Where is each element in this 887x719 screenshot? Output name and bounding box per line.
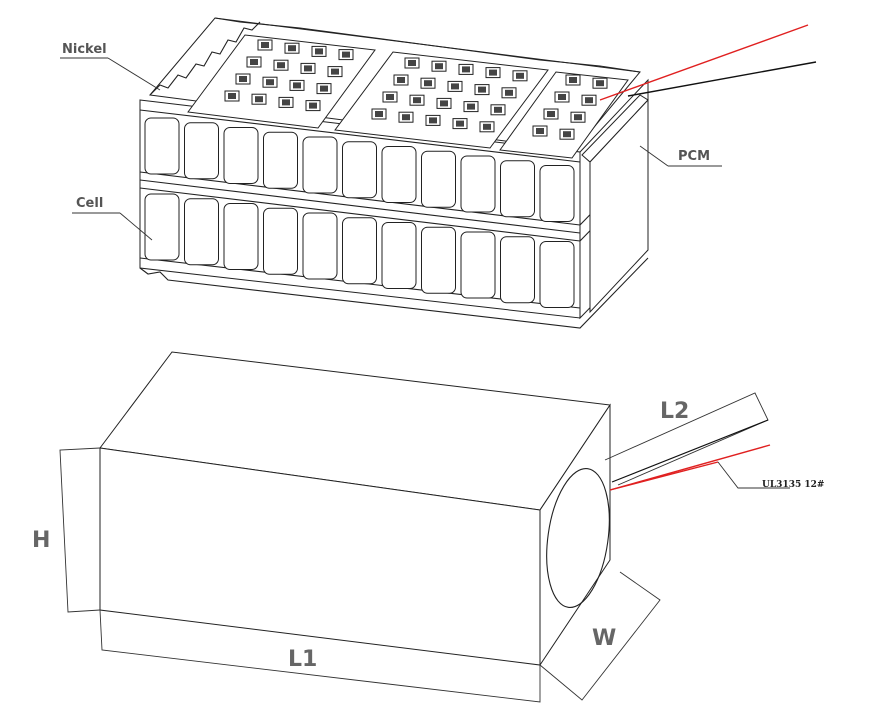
nickel-tab-weld bbox=[547, 111, 555, 117]
nickel-tab-weld bbox=[277, 62, 285, 69]
cell-upper bbox=[144, 117, 180, 175]
pack-red-wire bbox=[599, 24, 809, 101]
cell-upper bbox=[421, 150, 456, 208]
nickel-label: Nickel bbox=[62, 42, 107, 57]
cell-upper bbox=[342, 141, 377, 199]
pack-bottom-edge bbox=[139, 257, 649, 329]
nickel-tab-weld bbox=[467, 103, 475, 110]
nickel-tab-weld bbox=[569, 77, 577, 83]
nickel-tab-weld bbox=[413, 97, 421, 104]
nickel-tab-weld bbox=[293, 82, 301, 89]
nickel-tab-weld bbox=[261, 42, 269, 48]
cell-upper bbox=[539, 165, 575, 222]
box-red-wire-lead bbox=[609, 461, 719, 491]
cell-columns bbox=[144, 117, 575, 308]
nickel-tab-weld bbox=[429, 117, 437, 124]
w-dimension: W bbox=[539, 571, 661, 701]
nickel-tab-weld bbox=[255, 96, 263, 103]
nickel-tab-weld bbox=[402, 114, 410, 121]
nickel-tab-weld bbox=[397, 77, 405, 83]
nickel-tab-weld bbox=[288, 45, 296, 52]
nickel-tab-weld bbox=[250, 59, 258, 65]
cell-upper bbox=[500, 160, 535, 218]
cell-lower bbox=[223, 203, 259, 270]
nickel-tab-weld bbox=[494, 106, 502, 113]
l1-label: L1 bbox=[288, 647, 317, 672]
cell-lower bbox=[144, 193, 180, 261]
nickel-tab-weld bbox=[331, 68, 339, 75]
l2-label: L2 bbox=[660, 399, 689, 424]
pcm-board bbox=[581, 94, 649, 314]
nickel-tab-weld bbox=[386, 94, 394, 100]
cell-label: Cell bbox=[76, 196, 103, 211]
box-black-wire bbox=[611, 419, 769, 483]
cell-lower bbox=[460, 231, 496, 299]
nickel-tab-weld bbox=[435, 63, 443, 70]
nickel-tab-weld bbox=[478, 86, 486, 93]
cell-lower bbox=[421, 226, 456, 294]
nickel-tab-weld bbox=[558, 94, 566, 100]
cell-upper bbox=[184, 122, 219, 180]
box-body bbox=[99, 351, 611, 667]
nickel-tab-weld bbox=[342, 51, 350, 58]
battery-pack-view: Nickel Cell PCM bbox=[60, 17, 817, 329]
nickel-tab-weld bbox=[228, 93, 236, 99]
cell-lower bbox=[302, 212, 338, 280]
cell-lower bbox=[381, 222, 417, 289]
nickel-tab-weld bbox=[320, 85, 328, 92]
nickel-tab-weld bbox=[563, 131, 571, 138]
nickel-tab-weld bbox=[282, 99, 290, 106]
nickel-tab-weld bbox=[309, 102, 317, 109]
nickel-tab-weld bbox=[536, 128, 544, 134]
nickel-tab-weld bbox=[505, 89, 513, 96]
cell-lower bbox=[263, 207, 298, 275]
nickel-tab-weld bbox=[239, 76, 247, 82]
dimension-view: H L1 W L2 UL3135 12# bbox=[32, 351, 824, 703]
l1-dimension: L1 bbox=[99, 609, 541, 703]
pcm-callout: PCM bbox=[639, 145, 722, 167]
cell-lower bbox=[539, 241, 575, 308]
nickel-tab-weld bbox=[375, 111, 383, 117]
top-frame-edge bbox=[149, 17, 641, 96]
nickel-tabs bbox=[224, 39, 608, 140]
nickel-tab-weld bbox=[574, 114, 582, 121]
nickel-tab-weld bbox=[456, 120, 464, 127]
cell-upper bbox=[302, 136, 338, 194]
nickel-tab-weld bbox=[451, 83, 459, 90]
cell-lower bbox=[184, 198, 219, 266]
pack-black-wire bbox=[627, 61, 817, 97]
h-label: H bbox=[32, 528, 50, 553]
cell-lower bbox=[342, 217, 377, 285]
nickel-tab-weld bbox=[304, 65, 312, 72]
nickel-tab-weld bbox=[424, 80, 432, 87]
h-dimension: H bbox=[32, 447, 101, 613]
w-label: W bbox=[592, 626, 616, 651]
nickel-tab-weld bbox=[440, 100, 448, 107]
cell-callout: Cell bbox=[72, 196, 153, 241]
nickel-tab-weld bbox=[516, 72, 524, 79]
nickel-callout: Nickel bbox=[60, 42, 161, 91]
cell-upper bbox=[263, 131, 298, 189]
cell-upper bbox=[223, 127, 259, 184]
nickel-tab-weld bbox=[596, 80, 604, 87]
pcm-label: PCM bbox=[678, 149, 710, 164]
nickel-tab-weld bbox=[462, 66, 470, 73]
nickel-tab-weld bbox=[483, 123, 491, 130]
l2-dimension: L2 bbox=[604, 392, 769, 486]
wire-callout: UL3135 12# bbox=[717, 461, 824, 490]
wire-label: UL3135 12# bbox=[762, 480, 824, 490]
nickel-tab-weld bbox=[489, 69, 497, 76]
nickel-tab-weld bbox=[585, 97, 593, 104]
nickel-tab-weld bbox=[408, 60, 416, 66]
cell-upper bbox=[381, 146, 417, 203]
cell-upper bbox=[460, 155, 496, 213]
nickel-tab-weld bbox=[315, 48, 323, 55]
nickel-tab-weld bbox=[266, 79, 274, 86]
cell-lower bbox=[500, 236, 535, 304]
